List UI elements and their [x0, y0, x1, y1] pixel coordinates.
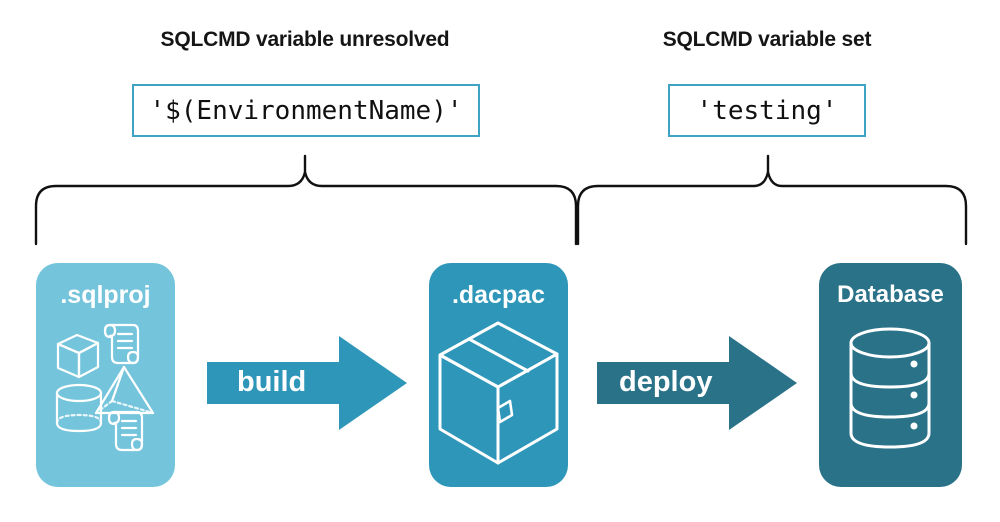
stage-card-database[interactable]: Database	[819, 263, 962, 487]
deploy-arrow-label: deploy	[619, 366, 713, 398]
code-box-testing: 'testing'	[668, 84, 866, 137]
scroll-icon	[107, 410, 144, 452]
database-artwork	[819, 321, 962, 476]
scroll-icon	[103, 323, 140, 365]
build-arrow-shape	[207, 336, 407, 430]
build-arrow-label: build	[237, 366, 307, 398]
brace-deploy-group	[572, 150, 972, 250]
database-cylinder-icon	[849, 327, 931, 449]
code-value-environment-name: '$(EnvironmentName)'	[149, 95, 463, 126]
deploy-arrow: deploy	[597, 336, 797, 430]
cylinder-icon	[55, 383, 103, 433]
dacpac-artwork	[429, 315, 568, 480]
brace-build-group	[30, 150, 582, 250]
stage-card-dacpac[interactable]: .dacpac	[429, 263, 568, 487]
stage-label-sqlproj: .sqlproj	[60, 281, 151, 309]
code-value-testing: 'testing'	[696, 95, 838, 126]
deploy-arrow-shape	[597, 336, 797, 430]
cube-icon	[56, 333, 100, 379]
code-box-environment-name: '$(EnvironmentName)'	[132, 84, 480, 137]
stage-label-dacpac: .dacpac	[451, 281, 546, 309]
build-arrow: build	[207, 336, 407, 430]
group-title-build: SQLCMD variable unresolved	[160, 28, 450, 51]
sqlproj-artwork	[36, 315, 175, 470]
stage-label-database: Database	[837, 281, 944, 308]
stage-card-sqlproj[interactable]: .sqlproj	[36, 263, 175, 487]
package-box-icon	[438, 321, 559, 465]
pyramid-icon	[94, 365, 155, 415]
group-title-deploy: SQLCMD variable set	[662, 28, 872, 51]
